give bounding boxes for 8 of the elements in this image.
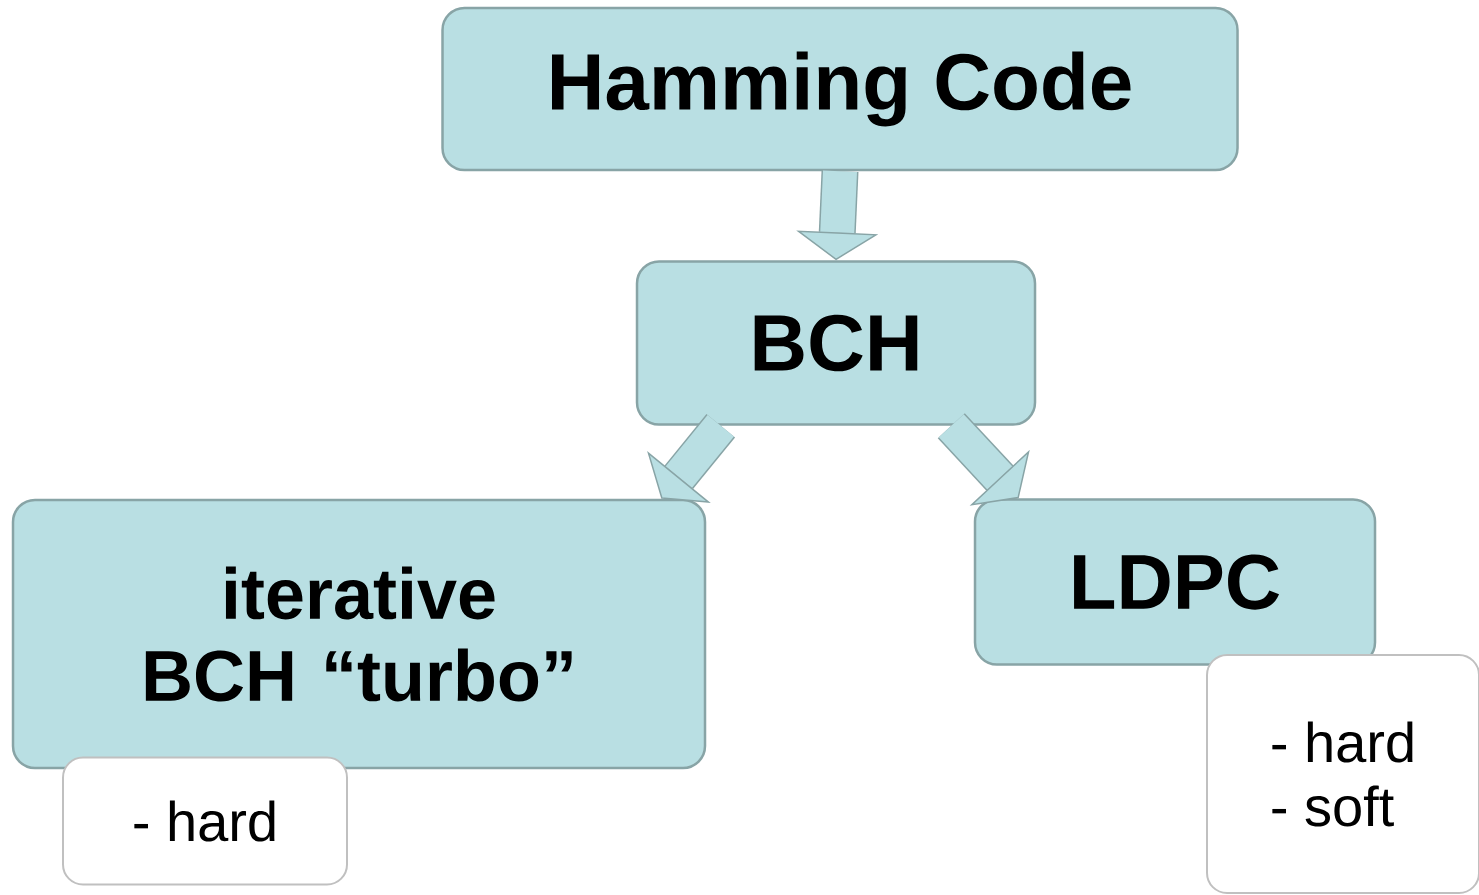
block-arrow xyxy=(647,414,736,504)
note-box: - hard - soft xyxy=(1206,654,1479,894)
block-arrow xyxy=(937,413,1030,506)
process-box: iterative BCH “turbo” xyxy=(11,498,707,770)
note-box: - hard xyxy=(62,756,348,886)
process-box: Hamming Code xyxy=(441,6,1239,172)
process-box: BCH xyxy=(635,260,1037,426)
process-box: LDPC xyxy=(973,498,1377,666)
